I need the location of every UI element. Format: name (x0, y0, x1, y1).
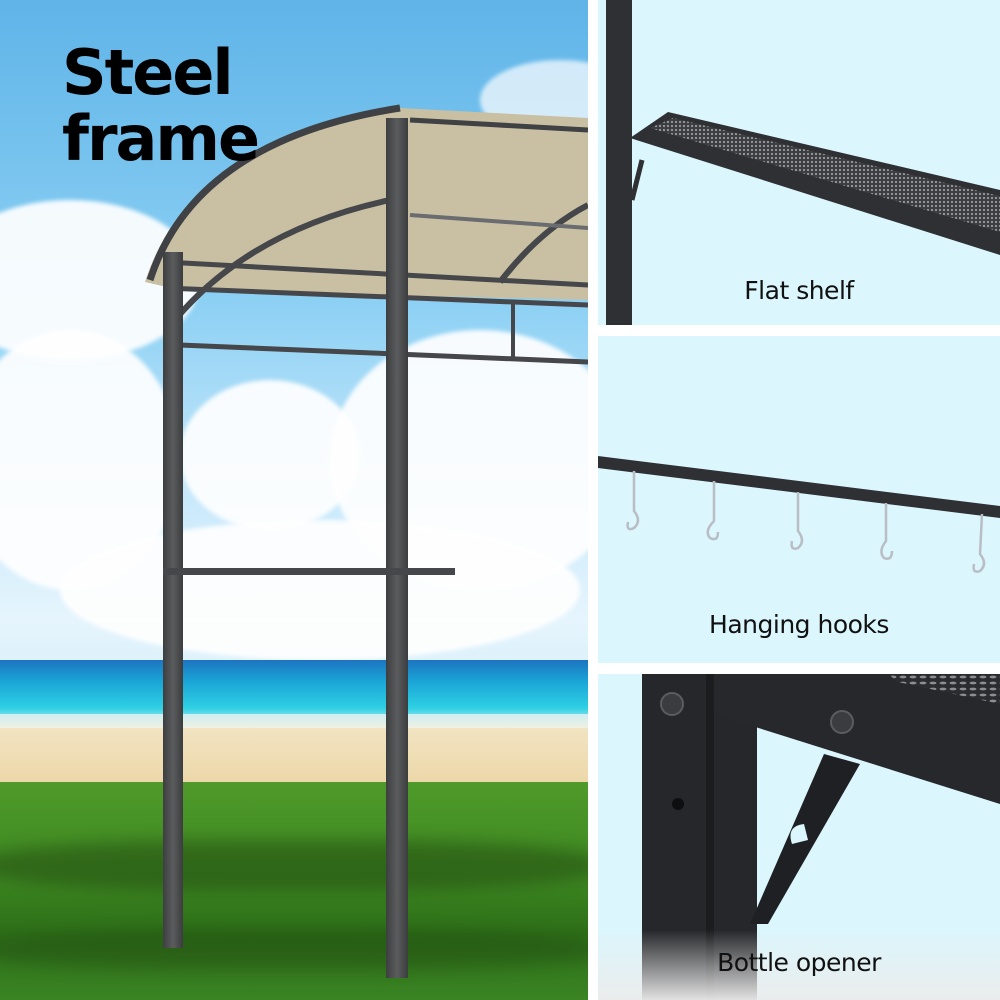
surf (0, 714, 588, 730)
caption-bottle-opener: Bottle opener (717, 948, 881, 977)
sea (0, 660, 588, 720)
gazebo-front-post (386, 118, 408, 978)
headline-line-2: frame (62, 102, 260, 175)
ground-shadow (0, 840, 588, 890)
bottom-fade (598, 930, 1000, 1000)
main-photo-panel: Steel frame (0, 0, 588, 1000)
ground-shadow (0, 930, 588, 970)
mesh-shelf-icon (606, 0, 1000, 325)
beach-sand (0, 728, 588, 784)
lawn (0, 782, 588, 1000)
gazebo-canopy (145, 104, 588, 365)
cloud (60, 520, 580, 660)
hook-rail-icon (598, 456, 1000, 573)
feature-panel-hanging-hooks: Hanging hooks (598, 336, 1000, 663)
caption-flat-shelf: Flat shelf (744, 276, 854, 305)
feature-panel-flat-shelf: Flat shelf (598, 0, 1000, 325)
caption-hanging-hooks: Hanging hooks (709, 610, 889, 639)
headline: Steel frame (62, 36, 260, 175)
gazebo-rear-post (163, 252, 183, 948)
side-shelf-bar (163, 568, 455, 575)
feature-panel-bottle-opener: Bottle opener (598, 674, 1000, 1000)
headline-line-1: Steel (62, 36, 234, 109)
